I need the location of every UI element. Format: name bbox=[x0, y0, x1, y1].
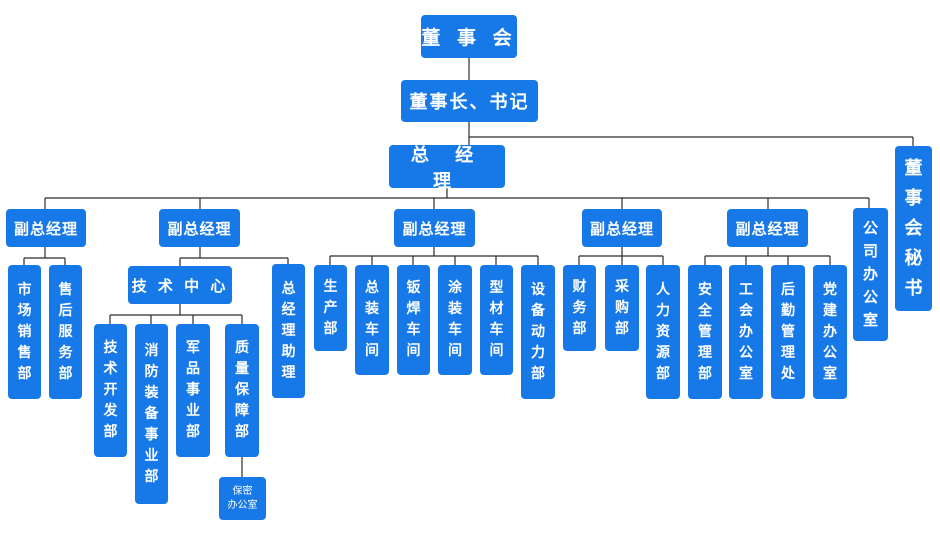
chairman-node: 董事长、书记 bbox=[401, 80, 538, 122]
dept-military-products: 军 品 事 业 部 bbox=[176, 324, 210, 457]
dept-quality-assurance: 质 量 保 障 部 bbox=[225, 324, 259, 457]
vp-node-2: 副总经理 bbox=[159, 209, 240, 247]
board-node: 董 事 会 bbox=[421, 15, 517, 58]
vp-node-3: 副总经理 bbox=[394, 209, 475, 247]
vp-node-1: 副总经理 bbox=[6, 209, 86, 247]
dept-logistics-management: 后 勤 管 理 处 bbox=[771, 265, 805, 399]
dept-union-office: 工 会 办 公 室 bbox=[729, 265, 763, 399]
vp-node-4: 副总经理 bbox=[582, 209, 662, 247]
dept-human-resources: 人 力 资 源 部 bbox=[646, 265, 680, 399]
dept-assembly-workshop: 总 装 车 间 bbox=[355, 265, 389, 375]
general-office-node: 公 司 办 公 室 bbox=[853, 208, 888, 341]
general-manager-node: 总 经 理 bbox=[389, 145, 505, 192]
gm-assistant-node: 总 经 理 助 理 bbox=[272, 264, 305, 398]
dept-procurement: 采 购 部 bbox=[605, 265, 639, 351]
dept-sheet-welding-workshop: 钣 焊 车 间 bbox=[397, 265, 430, 375]
tech-center-node: 技 术 中 心 bbox=[128, 266, 232, 304]
dept-profile-workshop: 型 材 车 间 bbox=[480, 265, 513, 375]
dept-marketing-sales: 市 场 销 售 部 bbox=[8, 265, 41, 399]
dept-after-sales: 售 后 服 务 部 bbox=[49, 265, 82, 399]
dept-production: 生 产 部 bbox=[314, 265, 347, 351]
security-office-node: 保密 办公室 bbox=[219, 477, 266, 520]
vp-node-5: 副总经理 bbox=[727, 209, 808, 247]
dept-painting-workshop: 涂 装 车 间 bbox=[438, 265, 472, 375]
dept-fire-equipment: 消 防 装 备 事 业 部 bbox=[135, 324, 168, 504]
board-secretary-node: 董 事 会 秘 书 bbox=[895, 146, 932, 311]
dept-tech-development: 技 术 开 发 部 bbox=[94, 324, 127, 457]
dept-safety-management: 安 全 管 理 部 bbox=[688, 265, 722, 399]
dept-party-building-office: 党 建 办 公 室 bbox=[813, 265, 847, 399]
dept-equipment-power: 设 备 动 力 部 bbox=[521, 265, 555, 399]
dept-finance: 财 务 部 bbox=[563, 265, 596, 351]
